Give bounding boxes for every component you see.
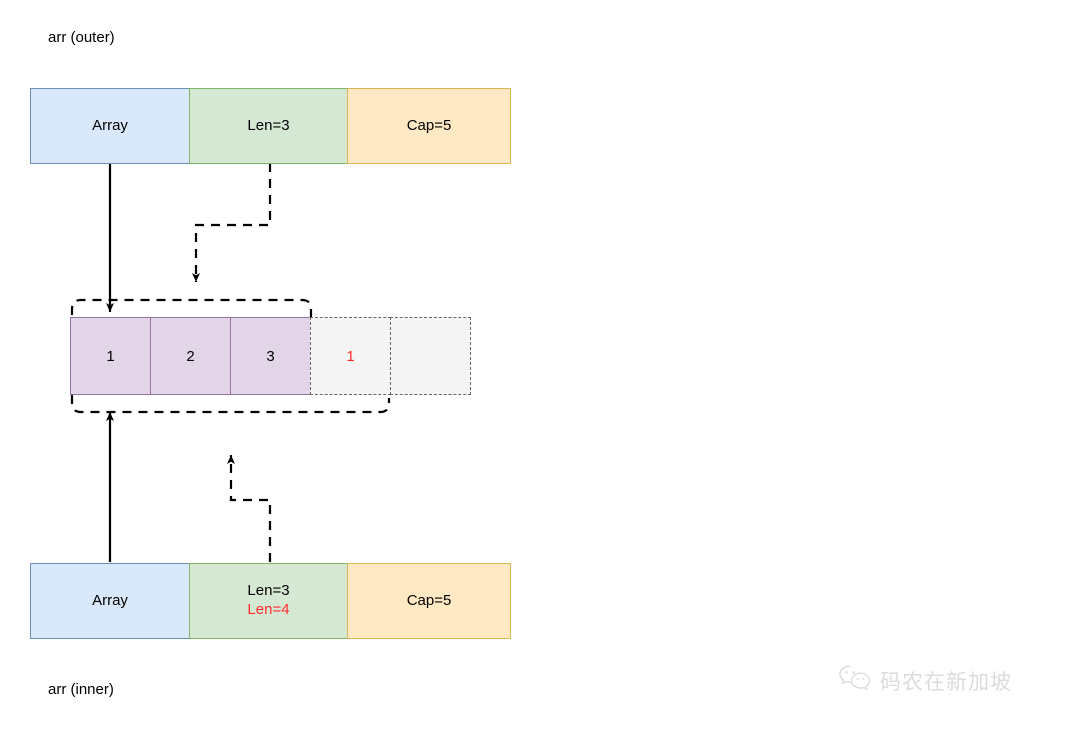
- outer-field-array: Array: [30, 88, 190, 164]
- wechat-icon: [838, 664, 872, 697]
- watermark: 码农在新加坡: [838, 664, 1012, 697]
- array-cell-value: 1: [106, 347, 115, 365]
- outer-field-len-label: Len=3: [247, 116, 290, 134]
- array-cell-new-value: 1: [346, 347, 355, 365]
- label-arr-inner: arr (inner): [48, 681, 114, 698]
- array-cell-empty: [390, 317, 471, 395]
- watermark-text: 码农在新加坡: [880, 669, 1012, 694]
- array-cell-empty: 1: [310, 317, 391, 395]
- array-cell: 3: [230, 317, 311, 395]
- outer-slice-header: Array Len=3 Cap=5: [30, 88, 512, 164]
- outer-field-array-label: Array: [92, 116, 128, 134]
- capacity-bracket-top: [70, 298, 313, 318]
- inner-field-len-label-new: Len=4: [247, 601, 290, 618]
- inner-field-len-label-old: Len=3: [247, 582, 290, 600]
- inner-field-cap-label: Cap=5: [406, 591, 452, 609]
- capacity-bracket-bottom: [70, 395, 391, 414]
- outer-field-len: Len=3: [189, 88, 348, 164]
- connector-inner-len-to-backing: [227, 455, 272, 562]
- inner-field-len: Len=3 Len=4: [189, 563, 348, 639]
- outer-field-cap-label: Cap=5: [406, 116, 452, 134]
- inner-slice-header: Array Len=3 Len=4 Cap=5: [30, 563, 512, 639]
- outer-field-cap: Cap=5: [347, 88, 511, 164]
- array-cell-value: 3: [266, 347, 275, 365]
- inner-field-cap: Cap=5: [347, 563, 511, 639]
- connector-outer-len-to-backing: [192, 163, 272, 282]
- inner-field-array-label: Array: [92, 591, 128, 609]
- inner-field-array: Array: [30, 563, 190, 639]
- array-cell: 2: [150, 317, 231, 395]
- backing-array: 1 2 3 1: [70, 317, 472, 395]
- label-arr-outer: arr (outer): [48, 29, 115, 46]
- array-cell: 1: [70, 317, 151, 395]
- array-cell-value: 2: [186, 347, 195, 365]
